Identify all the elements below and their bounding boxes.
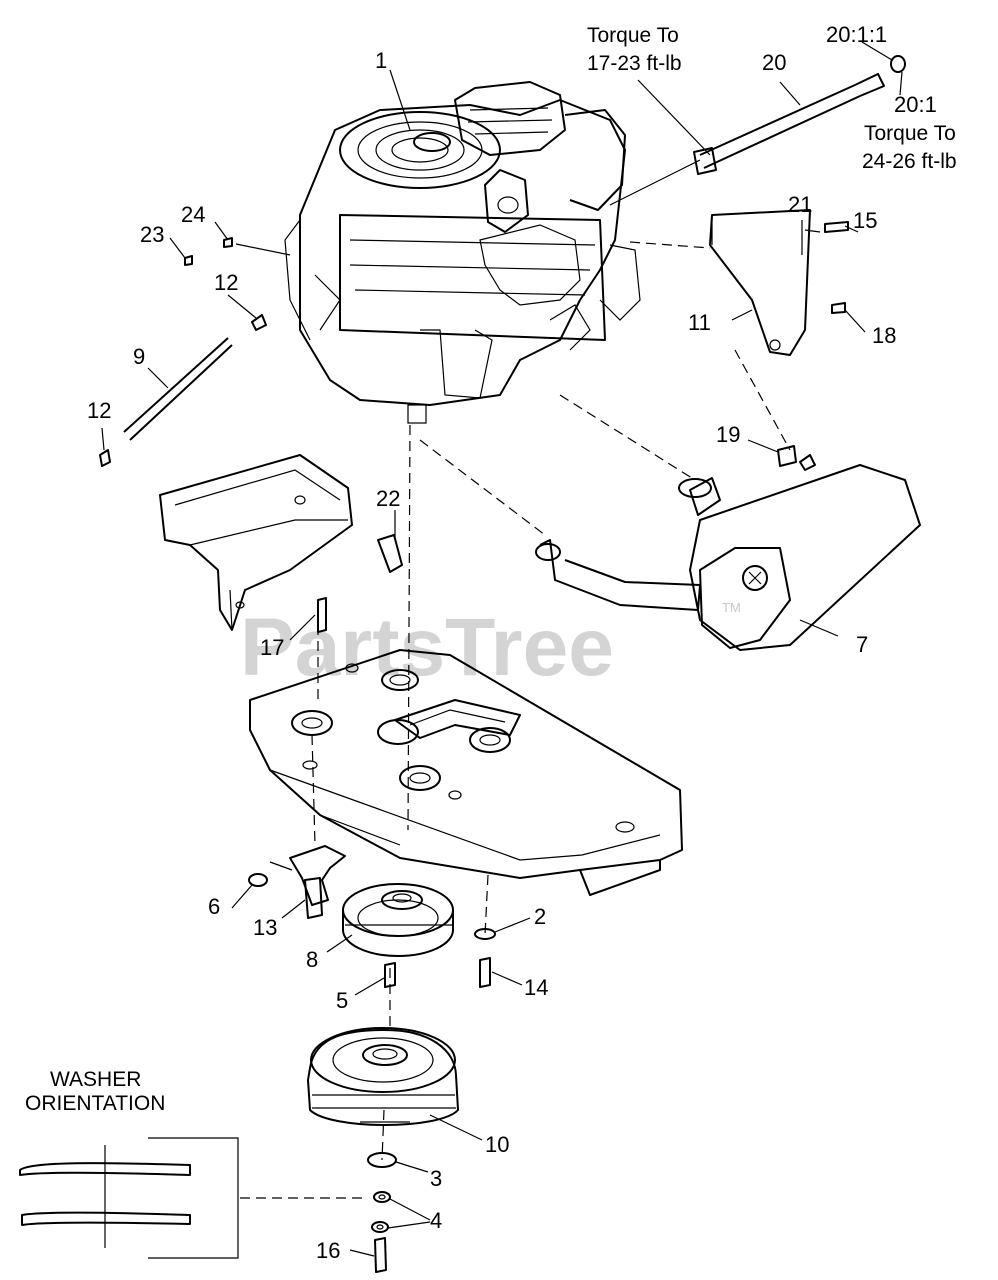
callout-18: 18 [872,323,896,348]
callout-4b: 4 [430,1208,442,1233]
callout-21: 21 [788,192,812,217]
callout-16: 16 [316,1238,340,1263]
torque-note-2-value: 24-26 ft-lb [862,150,957,173]
callout-15: 15 [853,208,877,233]
callout-20: 20 [762,50,786,75]
callout-3: 3 [430,1166,442,1191]
callout-10: 10 [485,1132,509,1157]
washer-4-lower [371,1221,389,1233]
washer-2 [474,928,496,940]
bolt-17 [317,597,327,633]
pulley [342,883,454,957]
idler-bracket [248,845,346,919]
callout-7: 7 [856,632,868,657]
washer-23 [184,255,193,266]
engine [284,81,641,424]
callout-19: 19 [716,422,740,447]
engine-bracket [159,454,403,631]
callout-14: 14 [524,975,548,1000]
bolt-16 [374,1237,387,1273]
callout-20-1-1: 20:1:1 [826,22,887,47]
watermark-text: PartsTree [240,602,614,693]
throttle-rod [609,55,906,206]
rod-9 [123,337,233,441]
washer-orientation-title-1: WASHER [50,1068,141,1091]
spacer-3 [367,1152,397,1168]
callout-11: 11 [688,310,711,335]
washer-4-upper [373,1191,391,1203]
callout-13: 13 [253,915,277,940]
callout-17: 17 [260,635,284,660]
torque-note-2-label: Torque To [864,122,956,145]
callout-9: 9 [133,344,145,369]
washer-orientation-detail [19,1137,365,1259]
bolt-12-lower [99,449,111,467]
nut-24 [223,237,233,248]
callout-12b: 12 [87,398,111,423]
callout-12a: 12 [214,270,238,295]
watermark-trademark: TM [722,600,741,615]
callout-5: 5 [336,988,348,1013]
muffler-bracket [629,209,849,451]
nut-12-upper [251,314,267,331]
washer-orientation-title-2: ORIENTATION [25,1092,165,1115]
leader-lines [101,41,903,1257]
torque-note-1-label: Torque To [587,24,679,47]
torque-note-1-value: 17-23 ft-lb [587,52,682,75]
callout-23: 23 [140,222,164,247]
callout-6: 6 [208,894,220,919]
bolt-14 [479,957,491,988]
clutch [307,1027,459,1126]
callout-20-1: 20:1 [894,92,937,117]
callout-1: 1 [375,48,387,73]
key-5 [384,962,396,988]
callout-22: 22 [376,486,400,511]
muffler [419,394,921,651]
callout-8: 8 [306,947,318,972]
mounting-plate [249,649,683,896]
callout-24: 24 [181,202,205,227]
callout-2: 2 [534,904,546,929]
